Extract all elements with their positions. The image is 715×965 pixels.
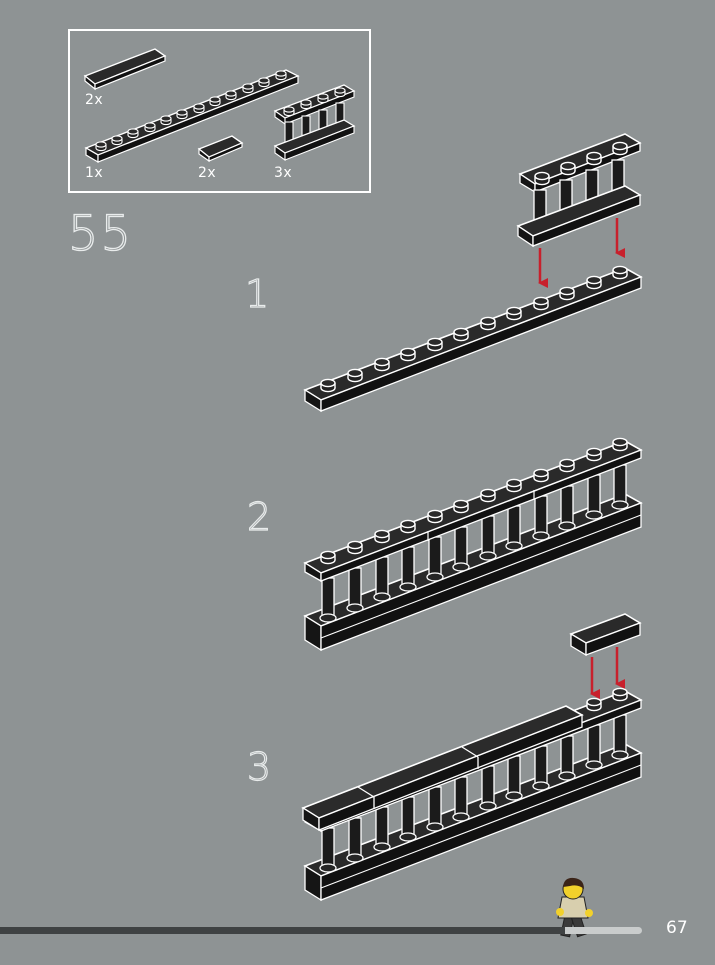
substep-1-assembly [305,134,641,411]
substep-2-assembly [305,438,641,650]
progress-bar [0,927,642,934]
substep-3-assembly [303,614,641,900]
page-number: 67 [666,918,688,938]
progress-bar-fill [0,927,565,934]
